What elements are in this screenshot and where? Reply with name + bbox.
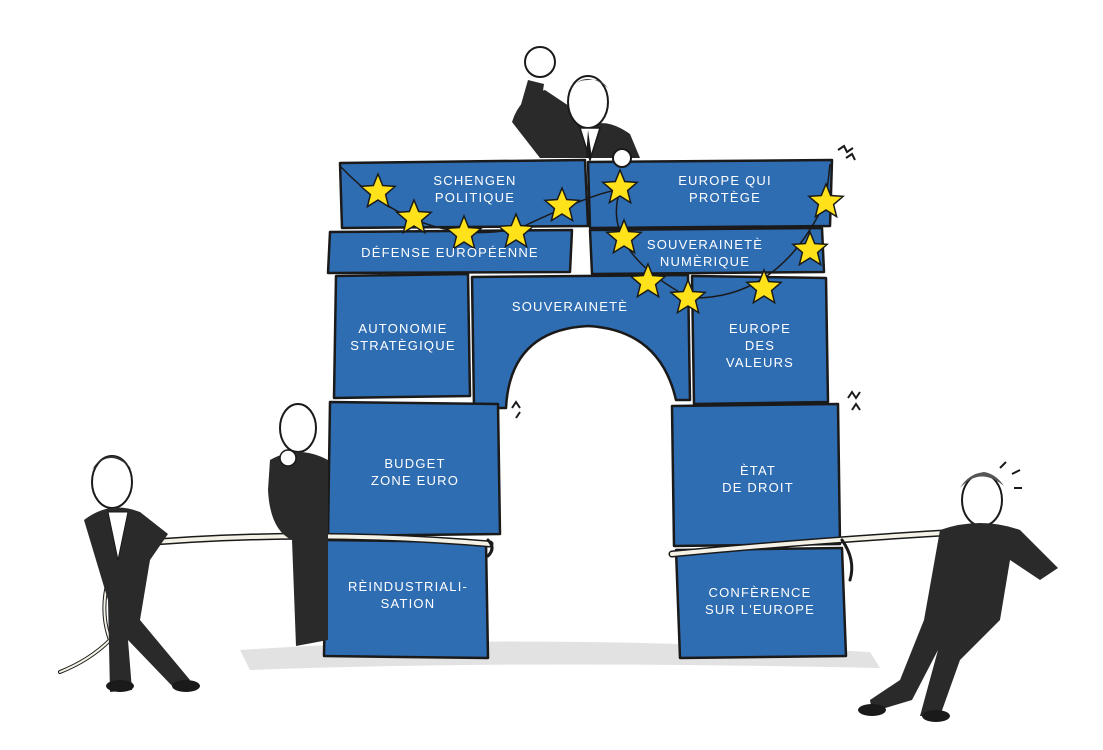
man-thinking-behind-pillar xyxy=(268,403,328,646)
shake-marks xyxy=(511,144,861,419)
block-souverainete xyxy=(470,273,692,410)
eu-star-icon xyxy=(745,268,783,305)
label-defense: DÉFENSE EUROPÉENNE xyxy=(361,245,539,260)
eu-star-icon xyxy=(669,278,707,315)
eu-star-icon xyxy=(601,168,639,205)
block-autonomie xyxy=(332,272,472,400)
man-pulling-left xyxy=(84,455,200,692)
label-souverainete: SOUVERAINETÈ xyxy=(511,299,629,314)
eu-star-icon xyxy=(359,172,397,209)
block-budget xyxy=(326,400,502,538)
label-reindustrialisation: RÈINDUSTRIALI-SATION xyxy=(347,579,469,611)
eu-star-icon xyxy=(791,230,829,267)
eu-star-icon xyxy=(445,214,483,251)
block-schengen xyxy=(338,158,590,230)
eu-star-icon xyxy=(497,212,535,249)
eu-star-icon xyxy=(395,198,433,235)
block-europe-protege xyxy=(586,158,834,230)
block-europe-valeurs xyxy=(690,274,830,406)
arch xyxy=(322,158,848,660)
eu-star-icon xyxy=(605,218,643,255)
eu-star-icon xyxy=(543,186,581,223)
raised-fist-icon xyxy=(524,46,556,78)
block-conference xyxy=(674,546,848,660)
block-etat-droit xyxy=(670,402,842,548)
eu-star-icon xyxy=(629,262,667,299)
eu-star-icon xyxy=(807,182,845,219)
man-on-top-fist-raised xyxy=(512,46,640,168)
man-pulling-right xyxy=(858,461,1058,722)
eu-stars xyxy=(359,168,845,315)
block-souverainete-numerique xyxy=(588,226,826,276)
